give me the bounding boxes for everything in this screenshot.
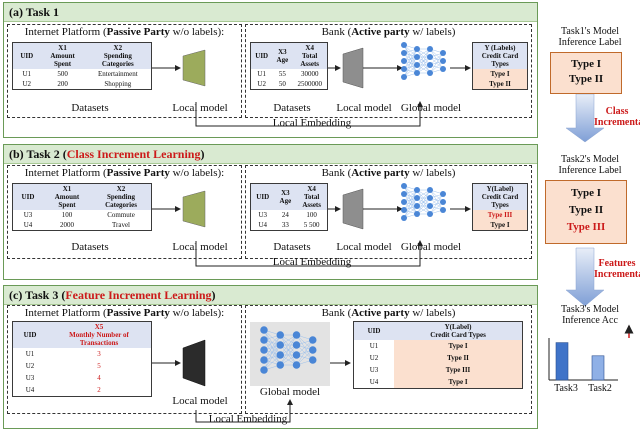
task3-passive-box: Internet Platform (Passive Party w/o lab… bbox=[7, 305, 242, 414]
task2-active-header: Bank (Active party w/ labels) bbox=[321, 167, 456, 179]
task1-embedding-caption: Local Embedding bbox=[272, 117, 352, 129]
task3-active-box: Bank (Active party w/ labels) bbox=[245, 305, 532, 414]
task1-passive-box: Internet Platform (Passive Party w/o lab… bbox=[7, 24, 242, 118]
table-header: X1 Amount Spent bbox=[40, 42, 85, 69]
bar-label-task2: Task2 bbox=[588, 383, 612, 394]
task2-datasets-caption-2: Datasets bbox=[273, 241, 311, 253]
inference-value: Type I bbox=[570, 187, 602, 199]
task1-active-header: Bank (Active party w/ labels) bbox=[321, 26, 456, 38]
task1-inference-label-box: Type I Type II bbox=[550, 52, 622, 94]
inference-value: Type III bbox=[566, 221, 606, 233]
task3-passive-header: Internet Platform (Passive Party w/o lab… bbox=[24, 307, 225, 319]
table-row: Type II bbox=[472, 79, 528, 90]
task1-label-table: Y (Labels) Credit Card Types Type I Type… bbox=[472, 42, 528, 90]
bar-label-task3: Task3 bbox=[554, 383, 578, 394]
task1-local-model-caption: Local model bbox=[172, 102, 228, 114]
task1-local-model-caption-2: Local model bbox=[336, 102, 392, 114]
task2-inference-label-box: Type I Type II Type III bbox=[545, 180, 627, 244]
task2-global-model-caption: Global model bbox=[400, 241, 462, 253]
task3-active-header: Bank (Active party w/ labels) bbox=[321, 307, 456, 319]
bar-task3 bbox=[555, 342, 569, 381]
task3-title: (c) Task 3 (Feature Increment Learning) bbox=[4, 286, 537, 305]
task2-local-model-caption-2: Local model bbox=[336, 241, 392, 253]
task2-datasets-caption: Datasets bbox=[71, 241, 109, 253]
task2-local-model-caption: Local model bbox=[172, 241, 228, 253]
table-row: Type I bbox=[472, 69, 528, 79]
task3-inference-acc-title: Task3's Model Inference Acc bbox=[560, 304, 620, 326]
inference-value: Type II bbox=[568, 73, 604, 85]
task2-passive-header: Internet Platform (Passive Party w/o lab… bbox=[24, 167, 225, 179]
table-header: X2 Spending Categories bbox=[84, 42, 152, 69]
task1-inference-label-title: Task1's Model Inference Label bbox=[558, 26, 622, 48]
task3-global-model-caption: Global model bbox=[259, 386, 321, 398]
task1-title: (a) Task 1 bbox=[4, 3, 537, 22]
task2-label-table: Y(Label) Credit Card Types Type III Type… bbox=[472, 183, 528, 231]
task1-global-model-caption: Global model bbox=[400, 102, 462, 114]
bar-task2 bbox=[591, 355, 605, 381]
task2-title: (b) Task 2 (Class Increment Learning) bbox=[4, 145, 537, 164]
inference-value: Type II bbox=[568, 204, 604, 216]
features-incremental-label: Features Incremental bbox=[594, 258, 640, 280]
table-header: UID bbox=[12, 42, 41, 69]
task1-passive-header: Internet Platform (Passive Party w/o lab… bbox=[24, 26, 225, 38]
task1-datasets-caption: Datasets bbox=[71, 102, 109, 114]
task3-embedding-caption: Local Embedding bbox=[208, 413, 288, 425]
class-incremental-label: Class Incremental bbox=[594, 106, 640, 128]
table-row: Type III bbox=[472, 210, 528, 220]
task2-passive-box: Internet Platform (Passive Party w/o lab… bbox=[7, 165, 242, 259]
task2-embedding-caption: Local Embedding bbox=[272, 256, 352, 268]
task2-inference-label-title: Task2's Model Inference Label bbox=[558, 154, 622, 176]
inference-value: Type I bbox=[570, 58, 602, 70]
table-row: Type I bbox=[472, 220, 528, 231]
task1-datasets-caption-2: Datasets bbox=[273, 102, 311, 114]
task3-local-model-caption: Local model bbox=[172, 395, 228, 407]
